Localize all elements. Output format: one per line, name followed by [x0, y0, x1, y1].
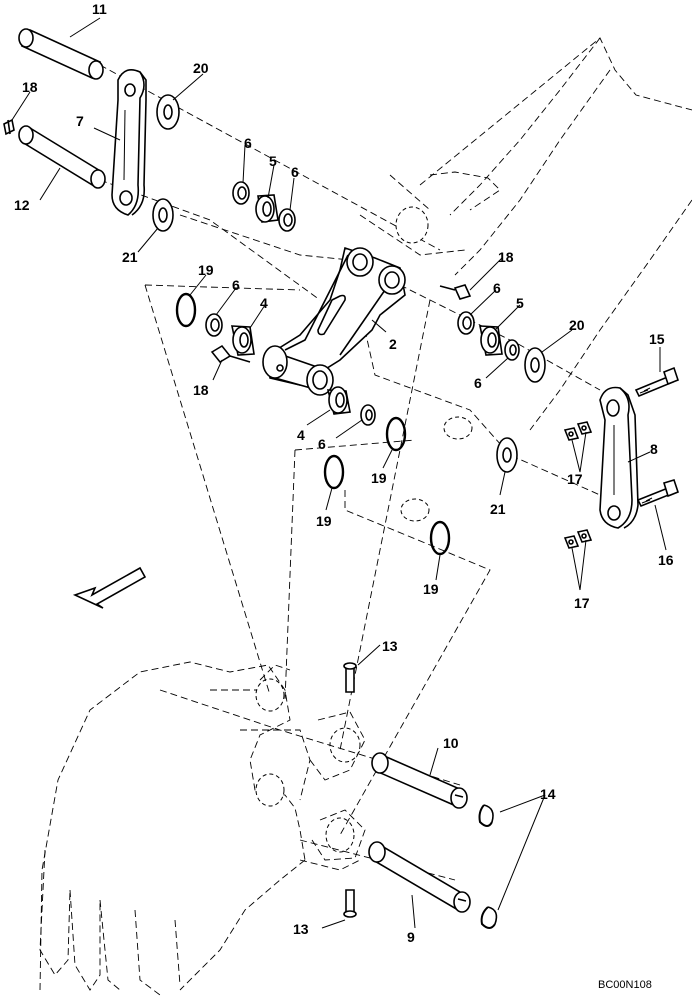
front-direction-arrow-icon [72, 566, 147, 609]
callout-4-b: 4 [297, 427, 305, 443]
callout-20-right: 20 [569, 317, 585, 333]
callout-5-b: 5 [516, 295, 524, 311]
o-ring-19-d [429, 520, 451, 556]
bushing-4-lower [326, 386, 351, 415]
callout-15: 15 [649, 331, 665, 347]
nuts-17-upper [563, 421, 593, 441]
callout-9: 9 [407, 929, 415, 945]
callout-6-f: 6 [318, 436, 326, 452]
o-ring-19-c [323, 454, 345, 490]
callout-19-a: 19 [198, 262, 214, 278]
link-8 [599, 386, 639, 529]
callout-18-right: 18 [498, 249, 514, 265]
nuts-17-lower [563, 529, 593, 549]
grease-fitting-18c [439, 284, 472, 300]
seal-6-lower [360, 404, 376, 426]
callout-2: 2 [389, 336, 397, 352]
callout-20-left: 20 [193, 60, 209, 76]
seal-6-upper-right [278, 208, 296, 232]
callout-17-upper: 17 [567, 471, 583, 487]
seal-6-left [205, 313, 223, 337]
pin-12 [18, 125, 106, 189]
bushing-4-left [231, 325, 255, 356]
callout-19-b: 19 [371, 470, 387, 486]
callout-6-c: 6 [232, 277, 240, 293]
callout-19-d: 19 [423, 581, 439, 597]
callout-leader-lines [11, 17, 667, 929]
seal-6-right-upper [457, 311, 475, 335]
callout-21-right: 21 [490, 501, 506, 517]
bolt-13-lower [343, 889, 357, 918]
callout-8: 8 [650, 441, 658, 457]
callout-11: 11 [92, 1, 107, 17]
assembly-alignment-lines [99, 64, 601, 881]
o-ring-19-b [385, 416, 407, 452]
bolt-15 [634, 366, 679, 398]
drawing-code: BC00N108 [598, 979, 652, 991]
shim-21-left [152, 198, 174, 232]
bolt-13-upper [343, 662, 357, 693]
link-2 [262, 246, 406, 396]
grease-fitting-18a [3, 118, 15, 136]
callout-16: 16 [658, 552, 674, 568]
callout-6-e: 6 [474, 375, 482, 391]
pin-11 [18, 28, 104, 80]
callout-18-left: 18 [193, 382, 209, 398]
bolt-16 [636, 479, 679, 508]
snap-ring-14-lower [480, 906, 498, 929]
callout-6-b: 6 [291, 164, 299, 180]
pin-10 [371, 752, 468, 809]
snap-ring-14-upper [478, 804, 494, 827]
callout-12: 12 [14, 197, 30, 213]
callout-19-c: 19 [316, 513, 332, 529]
callout-6-d: 6 [493, 280, 501, 296]
shim-20-left [156, 94, 180, 130]
bushing-5-right [479, 325, 503, 356]
o-ring-19-a [175, 292, 197, 328]
seal-6-right-lower [504, 339, 520, 361]
arm-outline [359, 37, 692, 431]
callout-18-top-left: 18 [22, 79, 38, 95]
pin-9 [368, 841, 471, 913]
callout-13-upper: 13 [382, 638, 398, 654]
callout-13-lower: 13 [293, 921, 309, 937]
seal-6-upper-left [232, 181, 250, 205]
callout-4-a: 4 [260, 295, 268, 311]
shim-21-right [496, 437, 518, 473]
callout-labels: 11 18 7 12 20 21 6 5 6 19 6 4 18 18 6 5 … [14, 1, 674, 945]
callout-5-a: 5 [269, 153, 277, 169]
callout-6-a: 6 [244, 135, 252, 151]
callout-21-left: 21 [122, 249, 138, 265]
grease-fitting-18b [210, 344, 251, 364]
callout-14: 14 [540, 786, 556, 802]
link-7 [111, 69, 147, 216]
shim-20-right [524, 347, 546, 383]
callout-7: 7 [76, 113, 84, 129]
callout-17-lower: 17 [574, 595, 590, 611]
callout-10: 10 [443, 735, 459, 751]
bucket-outline [39, 661, 366, 996]
bushing-5-upper [255, 194, 279, 223]
